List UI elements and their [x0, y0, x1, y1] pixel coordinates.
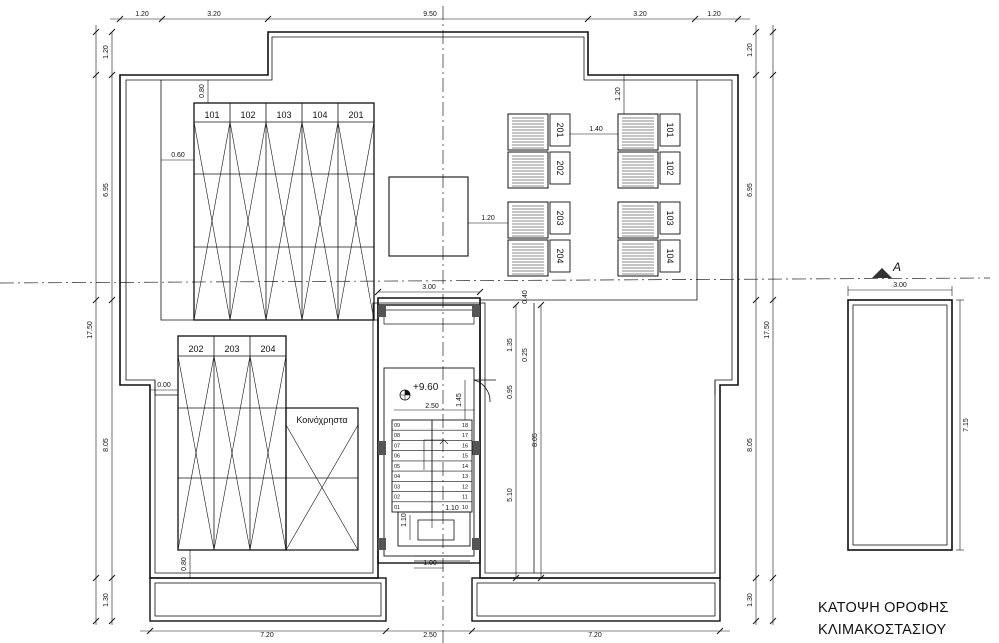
upper-panel-labels: 101 102 103 104 201: [204, 110, 363, 120]
dim-inner: 5.10: [507, 488, 514, 502]
dim-inner: 1.00: [423, 560, 437, 567]
section-marker-triangle: [872, 268, 892, 278]
tank-label: 203: [555, 210, 565, 225]
drawing-title-line-2: ΚΛΙΜΑΚΟΣΤΑΣΙΟΥ: [818, 622, 947, 638]
dim-inner: 1.35: [507, 338, 514, 352]
dim-inner: 1.20: [481, 215, 495, 222]
tank-label: 102: [665, 160, 675, 175]
dim-left: 1.30: [103, 593, 110, 607]
dim-left: 6.95: [103, 183, 110, 197]
section-marker-label: A: [892, 260, 901, 274]
dim-inner: 0.80: [199, 84, 206, 98]
dim-top: 9.50: [423, 11, 437, 18]
roof-opening: [388, 176, 469, 257]
dim-inner: 1.45: [456, 393, 463, 407]
panel-label: 204: [260, 344, 275, 354]
step-number: 11: [462, 495, 468, 501]
section-view: [847, 286, 964, 551]
step-number: 10: [462, 505, 468, 511]
dim-inner: 0.40: [522, 290, 529, 304]
dim-inner: 1.20: [615, 87, 622, 101]
dim-right: 1.20: [747, 43, 754, 57]
tank-label: 104: [665, 248, 675, 263]
step-number: 14: [462, 464, 468, 470]
dim-bottom: 2.50: [423, 632, 437, 639]
lower-panel-array: [177, 335, 359, 551]
dim-bottom: 7.20: [260, 632, 274, 639]
step-number: 16: [462, 443, 468, 449]
dim-inner: 3.00: [422, 284, 436, 291]
step-number: 18: [462, 423, 468, 429]
dim-inner: 8.05: [532, 433, 539, 447]
section-width-dim: 3.00: [893, 282, 907, 289]
dim-right: 1.30: [747, 593, 754, 607]
tank-label: 201: [555, 122, 565, 137]
dim-inner: 1.40: [589, 126, 603, 133]
dim-left: 17.50: [87, 321, 94, 339]
level-mark: +9.60: [399, 382, 439, 401]
dim-top: 1.20: [707, 11, 721, 18]
drawing-title-line-1: ΚΑΤΟΨΗ ΟΡΟΦΗΣ: [818, 600, 949, 616]
axis-lines: [0, 6, 991, 643]
tank-label: 204: [555, 248, 565, 263]
step-number: 09: [394, 423, 400, 429]
dim-right: 6.95: [747, 183, 754, 197]
dim-inner: 0.00: [157, 382, 171, 389]
dim-bottom: 7.20: [588, 632, 602, 639]
step-number: 05: [394, 464, 400, 470]
common-area-label: Κοινόχρηστα: [296, 415, 347, 425]
panel-label: 102: [240, 110, 255, 120]
panel-label: 101: [204, 110, 219, 120]
dimension-texts: 1.20 3.20 9.50 3.20 1.20 7.20 2.50 7.20 …: [87, 11, 771, 639]
dim-right: 8.05: [747, 438, 754, 452]
water-tanks: [507, 113, 681, 277]
step-number: 06: [394, 454, 400, 460]
staircase: [377, 304, 496, 564]
dim-top: 1.20: [135, 11, 149, 18]
step-number: 15: [462, 454, 468, 460]
dim-inner: 2.50: [425, 403, 439, 410]
panel-label: 201: [348, 110, 363, 120]
step-number: 07: [394, 443, 400, 449]
step-number: 13: [462, 474, 468, 480]
section-height-dim: 7.15: [963, 418, 970, 432]
tank-labels: 201 202 203 204 101 102 103 104: [555, 122, 675, 263]
lower-panel-labels: 202 203 204 Κοινόχρηστα: [188, 344, 347, 425]
step-number: 02: [394, 495, 400, 501]
dimension-lines: [95, 18, 774, 632]
bottom-parapet: [149, 577, 721, 622]
tank-label: 101: [665, 122, 675, 137]
panel-label: 203: [224, 344, 239, 354]
upper-panel-array: [193, 102, 375, 321]
panel-label: 103: [276, 110, 291, 120]
step-number: 17: [462, 433, 468, 439]
dim-right: 17.50: [764, 321, 771, 339]
dim-inner: 0.80: [181, 557, 188, 571]
step-number: 12: [462, 484, 468, 490]
dim-inner: 1.10: [401, 513, 408, 527]
dim-left: 1.20: [103, 45, 110, 59]
step-number: 08: [394, 433, 400, 439]
dim-inner: 0.95: [507, 385, 514, 399]
dim-top: 3.20: [207, 11, 221, 18]
dim-inner: 0.60: [171, 152, 185, 159]
level-value: +9.60: [413, 382, 439, 393]
panel-label: 104: [312, 110, 327, 120]
step-numbers: 18 17 16 15 14 13 12 11 10 09 08 07 06 05 04 03 02 01: [394, 423, 468, 511]
dim-top: 3.20: [633, 11, 647, 18]
dim-left: 8.05: [103, 438, 110, 452]
panel-label: 202: [188, 344, 203, 354]
step-number: 03: [394, 484, 400, 490]
tank-label: 202: [555, 160, 565, 175]
step-number: 01: [394, 505, 400, 511]
step-number: 04: [394, 474, 400, 480]
tank-label: 103: [665, 210, 675, 225]
dim-inner: 1.10: [445, 505, 459, 512]
dim-inner: 0.25: [522, 348, 529, 362]
